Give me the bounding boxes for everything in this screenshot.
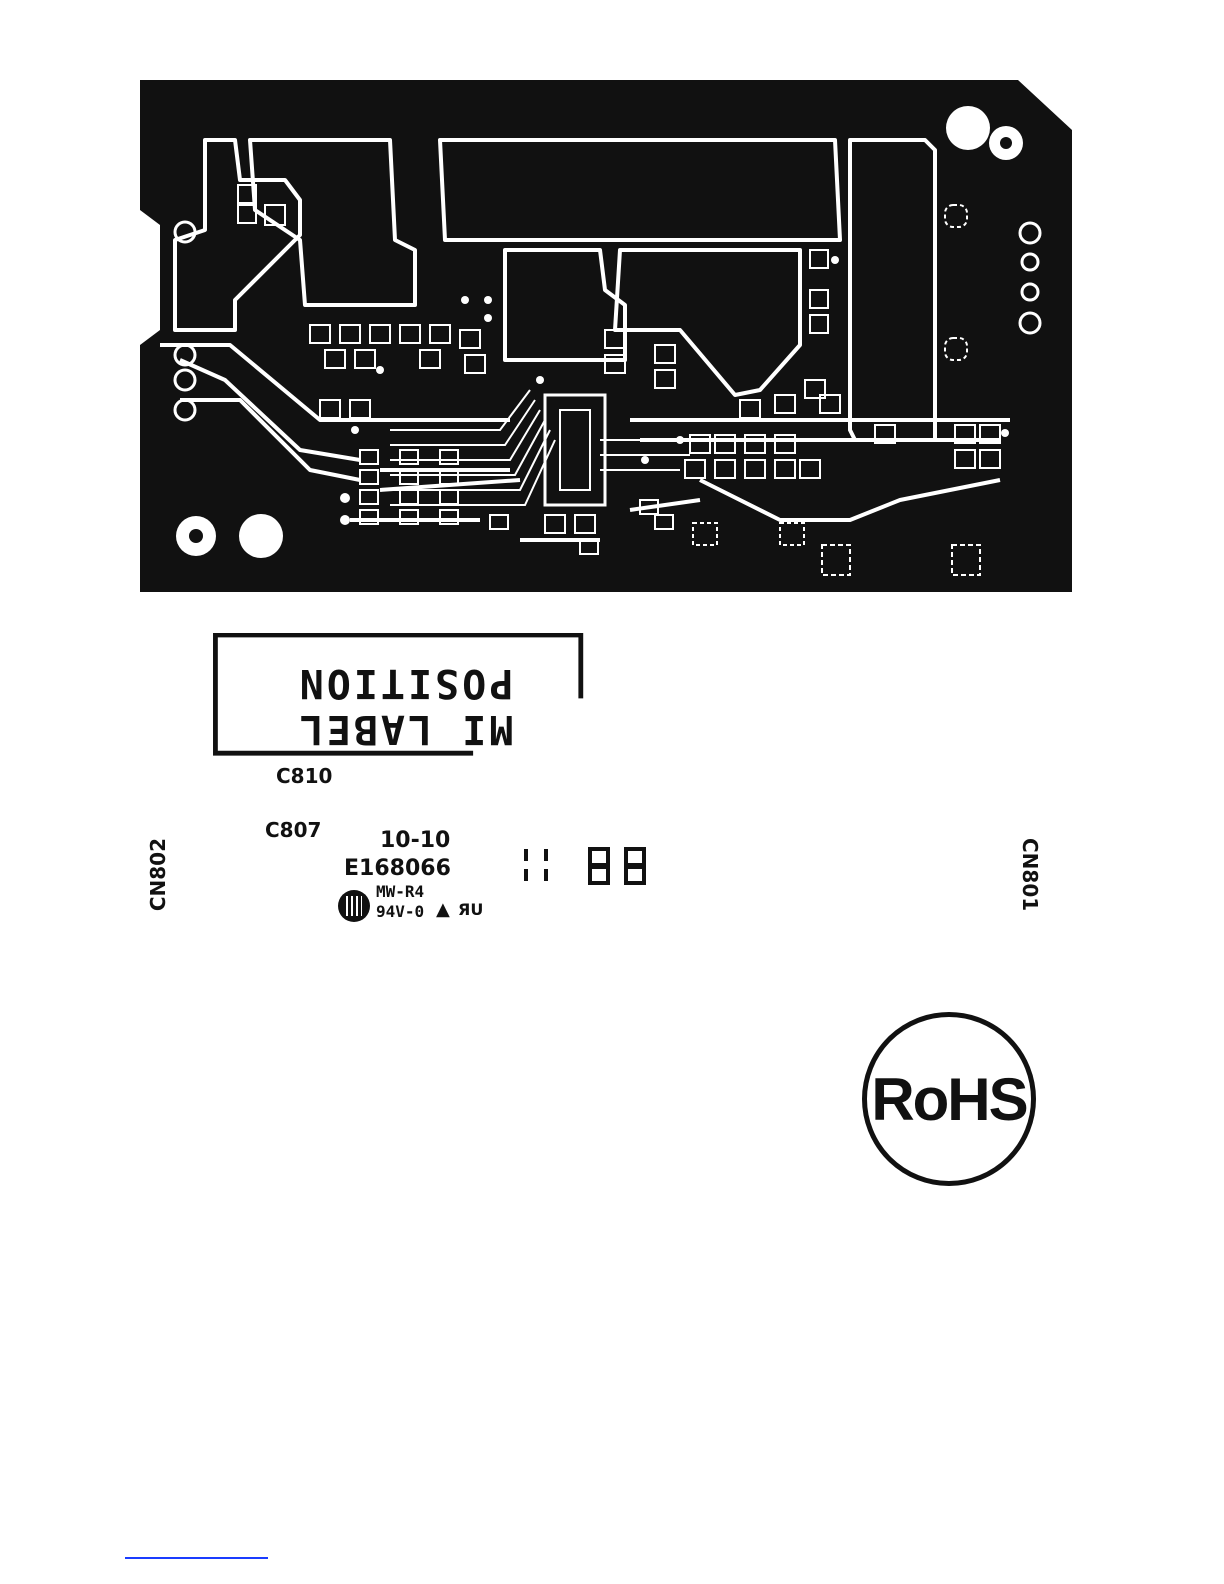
link-underline[interactable] [125,1557,268,1559]
mounting-hole [946,106,990,150]
ref-c807: C807 [265,818,321,842]
date-code: 10-10 [380,828,450,853]
ul-file-number: E168066 [344,856,451,881]
seven-segment-footprint [518,845,658,887]
flammability-rating: 94V-0 [376,902,424,921]
mounting-hole [239,514,283,558]
ul-mark: ЯU [458,900,483,919]
ref-c810: C810 [276,764,332,788]
pcb-copper-layer [0,0,1224,600]
rohs-text: RoHS [871,1065,1026,1134]
warning-triangle-icon: ▲ [436,899,450,920]
rohs-logo: RoHS [862,1012,1036,1186]
ul-logo-icon [338,890,370,922]
material-code: MW-R4 [376,882,424,901]
ref-cn802: CN802 [146,838,170,911]
ref-cn801: CN801 [1018,838,1042,911]
mi-label-position-text: MI LABEL POSITION [240,660,570,752]
